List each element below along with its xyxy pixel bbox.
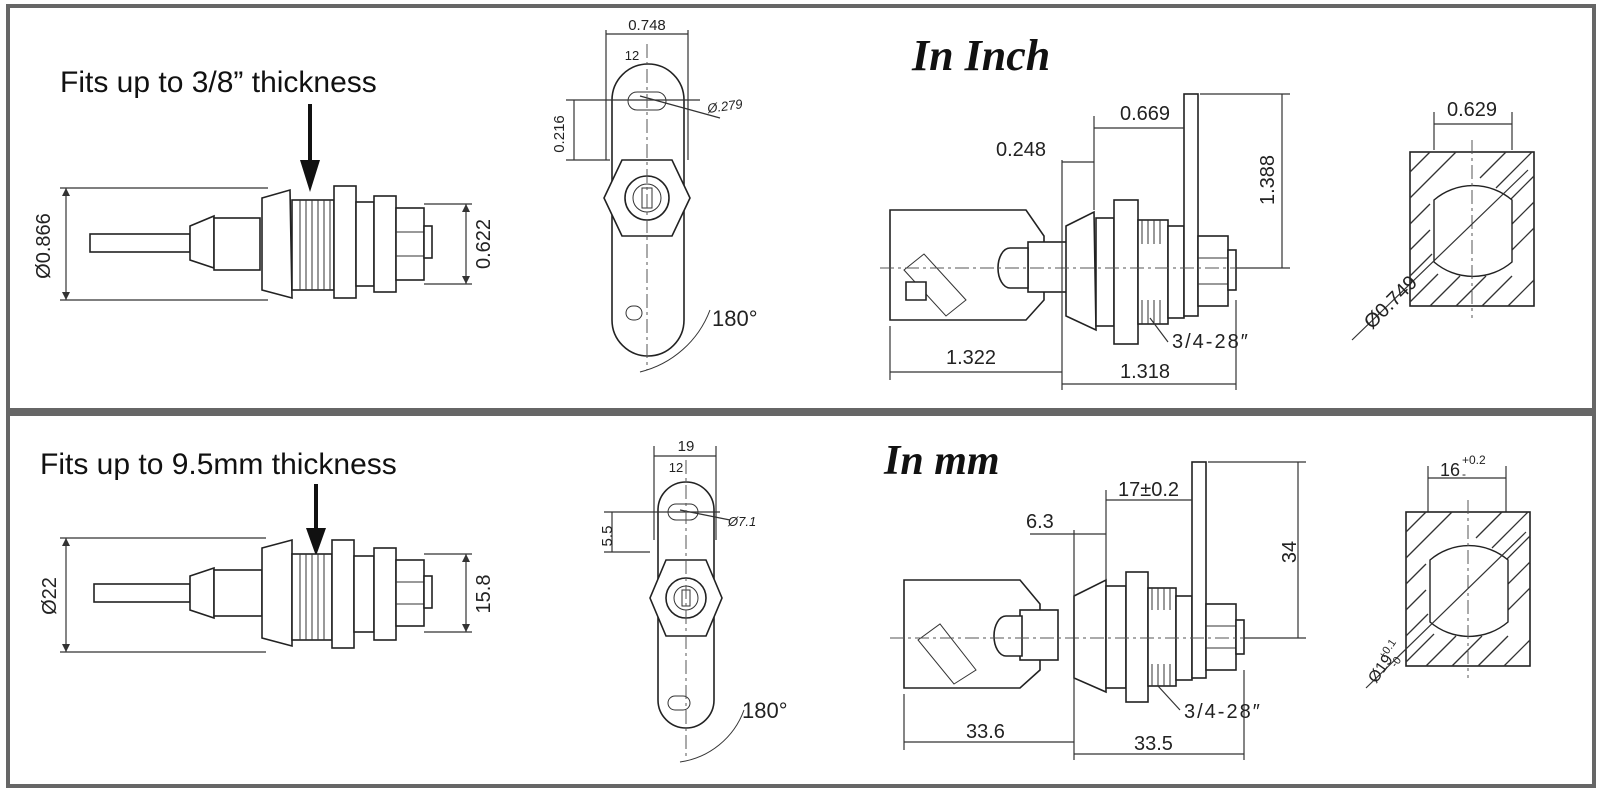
front-hole: Ø.279: [705, 96, 743, 116]
front-hole: Ø7.1: [727, 514, 756, 529]
down-arrow-icon: [300, 104, 320, 192]
side-view: Ø22 15.8: [39, 537, 495, 653]
front-inner-width: 12: [669, 460, 683, 475]
cutout-view: 0.629 Ø0.749: [1351, 99, 1535, 341]
front-width: 0.748: [628, 17, 666, 34]
mm-drawing: Fits up to 9.5mm thickness Ø22: [39, 438, 1531, 763]
unit-title: In Inch: [911, 31, 1050, 80]
unit-title: In mm: [883, 438, 1000, 484]
key-length: 33.6: [966, 721, 1005, 743]
front-view: 19 12 5.5 Ø7.1 180°: [599, 438, 788, 763]
thread-spec: 3/4-28″: [1172, 331, 1250, 353]
body-length: 33.5: [1134, 733, 1173, 755]
cutout-width: 16: [1440, 460, 1460, 480]
key-d2: 17±0.2: [1118, 479, 1179, 501]
front-rotation: 180°: [742, 698, 788, 723]
key-d1: 6.3: [1026, 511, 1054, 533]
side-diameter: Ø22: [39, 577, 61, 615]
cutout-width-tol: +0.2: [1462, 453, 1486, 467]
front-view: 0.748 12 0.216 Ø.279 180°: [551, 17, 758, 373]
thread-spec: 3/4-28″: [1184, 701, 1262, 723]
cutout-width-tol-lo: -: [1462, 467, 1466, 481]
front-offset: 5.5: [599, 526, 616, 547]
front-rotation: 180°: [712, 306, 758, 331]
front-inner-width: 12: [625, 48, 639, 63]
key-length: 1.322: [946, 347, 996, 369]
side-height: 0.622: [473, 219, 495, 269]
side-height: 15.8: [473, 575, 495, 614]
side-view: Ø0.866 0.622: [33, 185, 495, 301]
down-arrow-icon: [306, 484, 326, 556]
front-width: 19: [678, 438, 695, 455]
key-view: 1.388 0.669 0.248 1.322 1.318 3/4-28″: [880, 93, 1290, 390]
front-offset: 0.216: [551, 115, 568, 153]
cutout-view: 16 +0.2 - Ø19 +0.1 -0: [1365, 453, 1531, 689]
key-height: 34: [1279, 541, 1301, 563]
body-length: 1.318: [1120, 361, 1170, 383]
inch-panel: Fits up to 3/8” thickness Ø0.866: [6, 4, 1596, 412]
cutout-width: 0.629: [1447, 99, 1497, 121]
fit-label: Fits up to 3/8” thickness: [60, 66, 377, 99]
fit-label: Fits up to 9.5mm thickness: [40, 448, 397, 481]
key-d1: 0.248: [996, 139, 1046, 161]
inch-drawing: Fits up to 3/8” thickness Ø0.866: [33, 17, 1535, 390]
side-diameter: Ø0.866: [33, 213, 55, 279]
key-height: 1.388: [1257, 155, 1279, 205]
key-view: 34 17±0.2 6.3 33.6 33.5 3/4-28″: [890, 461, 1306, 760]
key-d2: 0.669: [1120, 103, 1170, 125]
mm-panel: Fits up to 9.5mm thickness Ø22: [0, 412, 1600, 792]
